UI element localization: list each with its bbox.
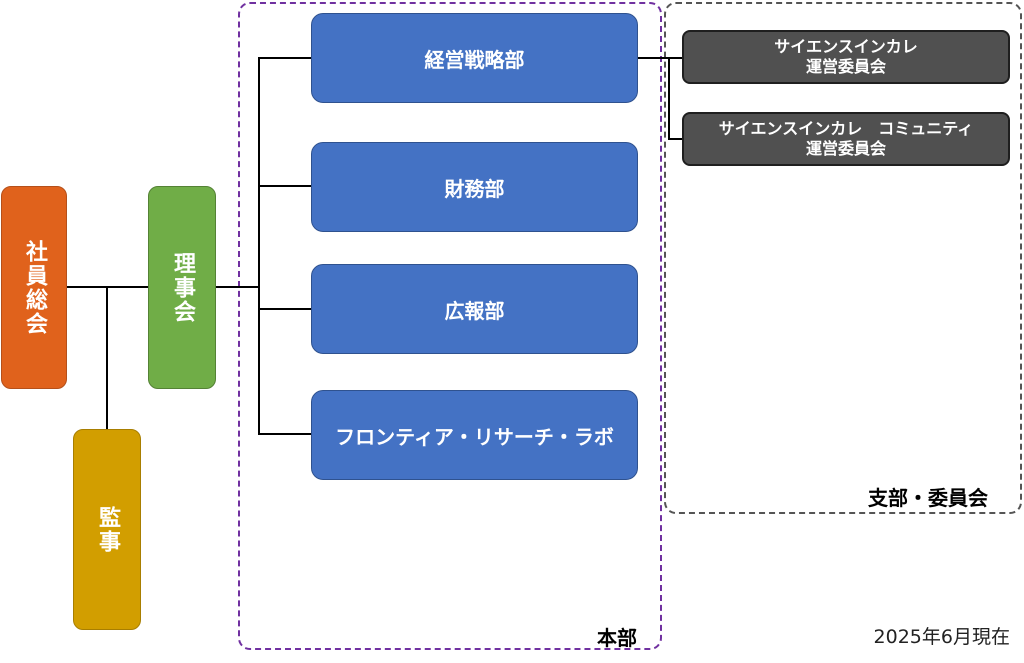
department-node-strategy: 経営戦略部 <box>311 13 638 103</box>
committee-label: サイエンスインカレ 運営委員会 <box>774 37 918 76</box>
headquarters-region <box>238 2 662 650</box>
branch-line-3 <box>258 308 312 310</box>
committee-label: サイエンスインカレ コミュニティ 運営委員会 <box>718 119 974 158</box>
auditor-node: 監事 <box>73 429 141 630</box>
strategy-to-committee-line <box>637 57 684 59</box>
branches-label: 支部・委員会 <box>868 486 988 510</box>
meeting-to-board-line <box>67 286 149 288</box>
general-meeting-node: 社員総会 <box>1 186 67 389</box>
committee-node-science-incolle: サイエンスインカレ 運営委員会 <box>682 30 1010 84</box>
department-trunk-line <box>258 57 260 435</box>
branch-line-4 <box>258 433 312 435</box>
headquarters-label: 本部 <box>597 626 637 650</box>
branch-line-1 <box>258 57 312 59</box>
board-label: 理事会 <box>170 251 195 324</box>
branch-line-2 <box>258 185 312 187</box>
department-node-finance: 財務部 <box>311 142 638 232</box>
auditor-branch-line <box>106 287 108 429</box>
department-label: フロンティア・リサーチ・ラボ <box>335 424 614 449</box>
department-label: 財務部 <box>444 176 505 201</box>
branches-region <box>664 2 1022 514</box>
as-of-date: 2025年6月現在 <box>873 626 1010 648</box>
committee-branch-line <box>668 138 684 140</box>
general-meeting-label: 社員総会 <box>22 239 47 336</box>
department-node-pr: 広報部 <box>311 264 638 354</box>
board-node: 理事会 <box>148 186 216 389</box>
department-node-frontier-lab: フロンティア・リサーチ・ラボ <box>311 390 638 480</box>
department-label: 経営戦略部 <box>424 47 525 72</box>
committee-trunk-line <box>668 57 670 139</box>
committee-node-community: サイエンスインカレ コミュニティ 運営委員会 <box>682 112 1010 166</box>
department-label: 広報部 <box>444 298 505 323</box>
board-to-trunk-line <box>216 286 259 288</box>
auditor-label: 監事 <box>95 505 120 554</box>
